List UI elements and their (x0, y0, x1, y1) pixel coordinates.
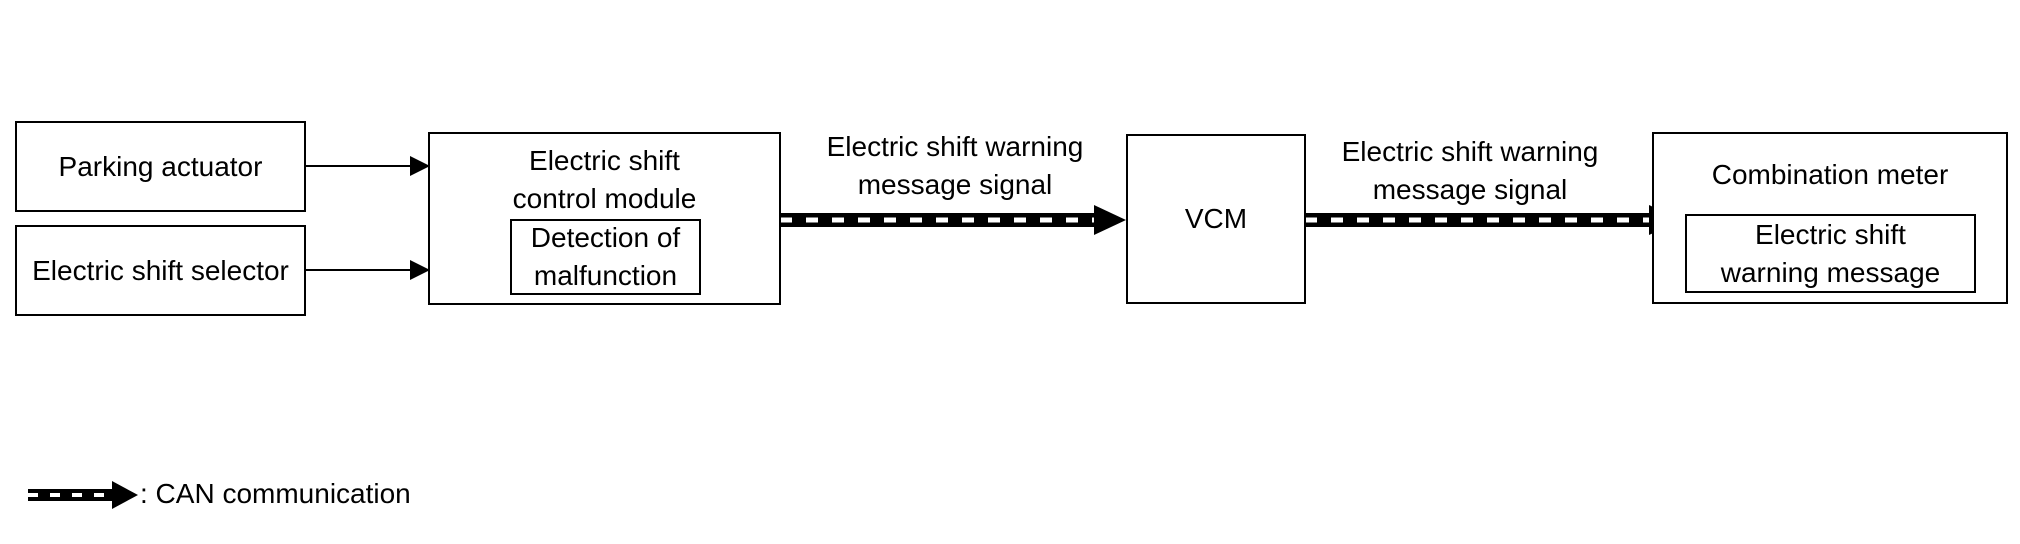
vcm-block: VCM (1126, 134, 1306, 304)
signal-label-vcm-to-meter-line-1: Electric shift warning (1341, 136, 1599, 167)
control-module-title: Electric shift control module (430, 142, 779, 218)
malfunction-detection-line-1: Detection of (530, 222, 681, 253)
signal-label-vcm-to-meter: Electric shift warning message signal (1305, 133, 1635, 209)
combination-meter-block: Combination meter Electric shift warning… (1652, 132, 2008, 304)
warning-message-line-1: Electric shift (1755, 218, 1906, 250)
parking-actuator-label: Parking actuator (58, 150, 263, 182)
parking-actuator-block: Parking actuator (15, 121, 306, 212)
control-module-title-line-2: control module (512, 183, 697, 214)
control-module-block: Electric shift control module Detection … (428, 132, 781, 305)
malfunction-detection-block: Detection of malfunction (510, 219, 701, 295)
legend-label: : CAN communication (140, 478, 411, 509)
warning-message-block: Electric shift warning message (1685, 214, 1976, 293)
legend-can-arrow-icon (28, 481, 138, 509)
shift-selector-block: Electric shift selector (15, 225, 306, 316)
vcm-label: VCM (1184, 203, 1248, 234)
can-arrow-vcm-to-meter (1305, 205, 1681, 235)
combination-meter-title: Combination meter (1711, 159, 1949, 190)
warning-message-line-2: warning message (1720, 256, 1941, 288)
signal-label-module-to-vcm-line-2: message signal (857, 169, 1053, 200)
signal-label-module-to-vcm: Electric shift warning message signal (790, 128, 1120, 204)
shift-selector-label: Electric shift selector (32, 254, 289, 286)
arrow-selector-to-module (305, 260, 430, 280)
signal-label-vcm-to-meter-line-2: message signal (1372, 174, 1568, 205)
can-arrow-module-to-vcm (780, 205, 1126, 235)
signal-label-module-to-vcm-line-1: Electric shift warning (826, 131, 1084, 162)
control-module-title-line-1: Electric shift (529, 145, 680, 176)
arrow-parking-to-module (305, 156, 430, 176)
malfunction-detection-line-2: malfunction (533, 260, 678, 291)
